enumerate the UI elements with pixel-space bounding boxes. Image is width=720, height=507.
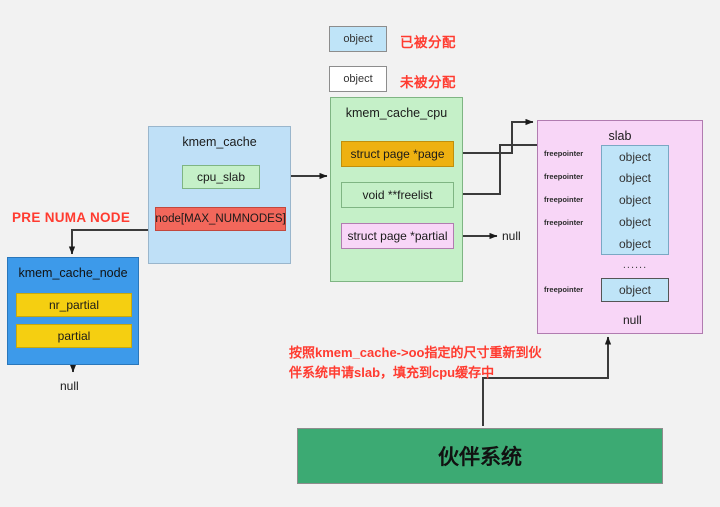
freepointer-label: freepointer <box>544 285 584 294</box>
slab-object: object <box>601 189 669 211</box>
slab-tail-null-label: null <box>623 313 642 327</box>
field-nr-partial: nr_partial <box>16 293 132 317</box>
kmem-cache-container: kmem_cache cpu_slab node[MAX_NUMNODES] <box>148 126 291 264</box>
edge-node-array-to-kmem-cache-node <box>68 229 152 255</box>
slab-title: slab <box>608 129 632 143</box>
slab-object: object <box>601 167 669 189</box>
kmem-cache-node-title: kmem_cache_node <box>18 266 128 280</box>
slab-object: object <box>601 145 669 167</box>
legend-label-allocated: 已被分配 <box>400 35 456 50</box>
field-partial: partial <box>16 324 132 348</box>
legend-swatch-free-text: object <box>343 73 373 85</box>
kmem-cache-cpu-container: kmem_cache_cpu struct page *page void **… <box>330 97 463 282</box>
slab-tail-object: object <box>601 278 669 302</box>
freepointer-label: freepointer <box>544 195 584 204</box>
cpu-partial-null-label: null <box>502 229 521 243</box>
freepointer-label: freepointer <box>544 218 584 227</box>
slab-object: object <box>601 211 669 233</box>
freepointer-label: freepointer <box>544 149 584 158</box>
allocation-note: 按照kmem_cache->oo指定的尺寸重新到伙 伴系统申请slab，填充到c… <box>289 345 542 380</box>
freepointer-label: freepointer <box>544 172 584 181</box>
node-partial-null-label: null <box>60 379 79 393</box>
field-void-freelist: void **freelist <box>341 182 454 208</box>
kmem-cache-cpu-title: kmem_cache_cpu <box>345 106 448 120</box>
legend-swatch-free: object <box>329 66 387 92</box>
legend-label-free: 未被分配 <box>400 75 456 90</box>
pre-numa-node-caption: PRE NUMA NODE <box>12 210 131 225</box>
field-cpu-slab: cpu_slab <box>182 165 260 189</box>
field-struct-page-page: struct page *page <box>341 141 454 167</box>
legend-swatch-allocated-text: object <box>343 33 373 45</box>
kmem-cache-node-container: kmem_cache_node nr_partial partial <box>7 257 139 365</box>
buddy-system-box: 伙伴系统 <box>297 428 663 484</box>
slab-container: slab object object object object object … <box>537 120 703 334</box>
field-node-max-numnodes: node[MAX_NUMNODES] <box>155 207 286 231</box>
kmem-cache-title: kmem_cache <box>182 135 257 149</box>
field-struct-page-partial: struct page *partial <box>341 223 454 249</box>
slab-object: object <box>601 233 669 255</box>
buddy-system-label: 伙伴系统 <box>438 446 522 469</box>
slab-ellipsis: ...... <box>622 259 648 271</box>
legend-swatch-allocated: object <box>329 26 387 52</box>
